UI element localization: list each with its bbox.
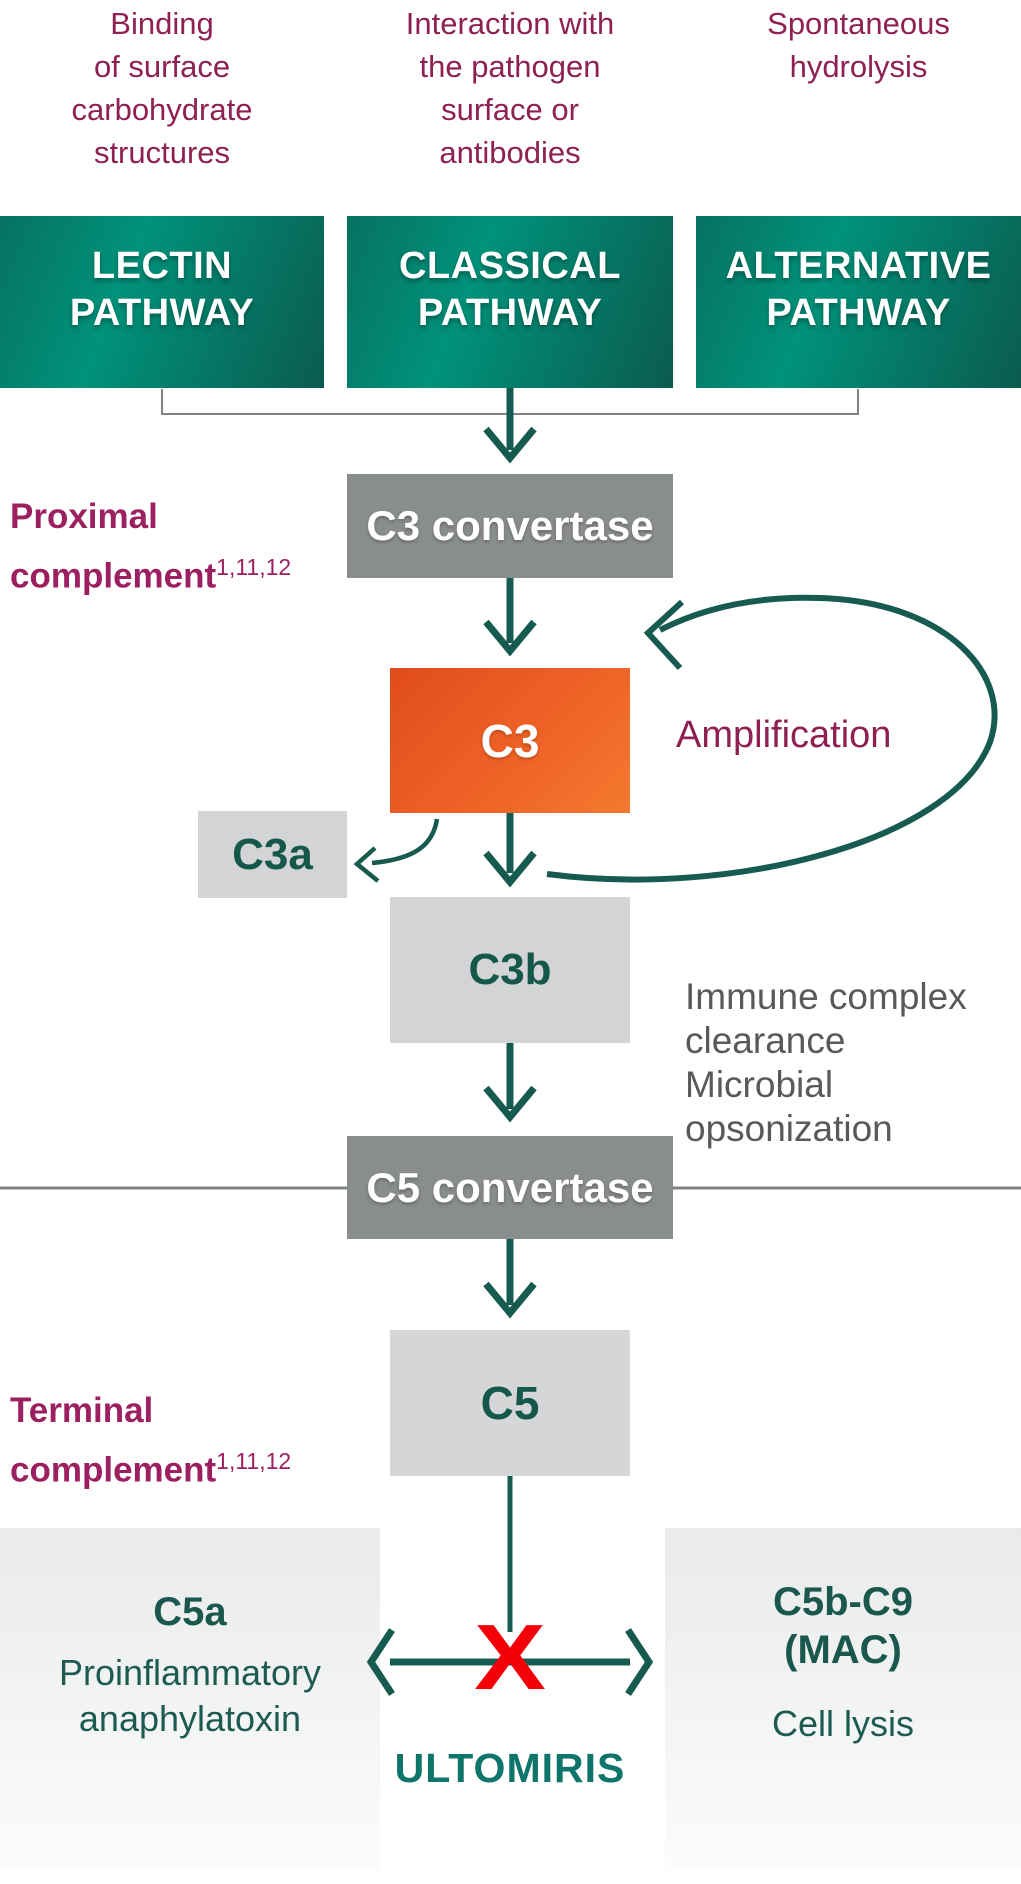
header-line: Binding [110, 6, 214, 41]
panel-c5a [0, 1528, 380, 1870]
outcome-label: C5b-C9 [772, 1580, 914, 1624]
pathway-header-alternative: Spontaneous hydrolysis [696, 2, 1021, 88]
pathway-box-label: LECTIN [91, 245, 233, 287]
label-text: complement [10, 1450, 217, 1490]
pathway-box-lectin: LECTIN PATHWAY [0, 216, 324, 388]
pathway-box-label: PATHWAY [766, 292, 951, 334]
pathway-bracket [161, 389, 859, 415]
node-label: C3 [480, 714, 540, 767]
node-c3a: C3a [198, 811, 347, 898]
label-terminal-complement: Terminal complement1,11,12 [10, 1386, 340, 1496]
x-glyph: X [474, 1605, 546, 1710]
arrow-down-icon [483, 813, 537, 888]
node-c3b: C3b [390, 897, 630, 1043]
inhibition-x-mark: X [420, 1608, 600, 1708]
header-line: hydrolysis [789, 49, 928, 84]
note-line: Immune complex [685, 976, 967, 1017]
annotation-c3b-effects: Immune complex clearance Microbial opson… [685, 975, 1021, 1151]
arrow-down-icon [483, 1043, 537, 1123]
outcome-c5a-desc: Proinflammatory anaphylatoxin [0, 1650, 380, 1742]
note-line: clearance [685, 1020, 846, 1061]
header-line: the pathogen [419, 49, 601, 84]
label-line: complement1,11,12 [10, 542, 340, 602]
header-line: carbohydrate [71, 92, 253, 127]
pathway-header-classical: Interaction with the pathogen surface or… [347, 2, 673, 174]
node-c5: C5 [390, 1330, 630, 1476]
header-line: surface or [441, 92, 579, 127]
header-line: Spontaneous [767, 6, 950, 41]
drug-label-ultomiris: ULTOMIRIS [330, 1745, 690, 1792]
outcome-c5a-title: C5a [0, 1588, 380, 1636]
c3a-branch-arrow-icon [353, 818, 440, 883]
note-line: Microbial [685, 1064, 834, 1105]
label-line: Proximal [10, 497, 158, 536]
panel-mac [665, 1528, 1021, 1870]
label-text: complement [10, 556, 217, 596]
pathway-box-alternative: ALTERNATIVE PATHWAY [696, 216, 1021, 388]
node-c3: C3 [390, 668, 630, 813]
pathway-header-lectin: Binding of surface carbohydrate structur… [0, 2, 324, 174]
outcome-mac-title: C5b-C9 (MAC) [665, 1578, 1021, 1674]
pathway-box-classical: CLASSICAL PATHWAY [347, 216, 673, 388]
label-line: Terminal [10, 1391, 154, 1430]
arrow-down-icon [483, 388, 537, 464]
node-c3-convertase: C3 convertase [347, 474, 673, 578]
header-line: Interaction with [405, 6, 615, 41]
header-line: antibodies [439, 135, 581, 170]
outcome-label: (MAC) [784, 1628, 902, 1672]
node-label: C3 convertase [366, 502, 654, 549]
outcome-mac-desc: Cell lysis [665, 1701, 1021, 1747]
desc-line: Proinflammatory [58, 1652, 322, 1693]
label-line: complement1,11,12 [10, 1436, 340, 1496]
node-c5-convertase: C5 convertase [347, 1136, 673, 1239]
pathway-box-label: ALTERNATIVE [725, 245, 992, 287]
outcome-label: C5a [153, 1590, 227, 1634]
pathway-box-label: PATHWAY [69, 292, 255, 334]
desc-line: anaphylatoxin [78, 1698, 302, 1739]
desc-line: Cell lysis [771, 1703, 914, 1744]
node-label: C3b [468, 945, 552, 994]
label-proximal-complement: Proximal complement1,11,12 [10, 492, 340, 602]
pathway-box-label: PATHWAY [417, 292, 603, 334]
label-text: Amplification [676, 714, 892, 756]
drug-name: ULTOMIRIS [394, 1745, 626, 1791]
pathway-box-label: CLASSICAL [399, 245, 621, 287]
node-label: C3a [232, 829, 313, 879]
reference-superscript: 1,11,12 [216, 554, 292, 580]
header-line: structures [93, 135, 231, 170]
node-label: C5 [480, 1377, 540, 1429]
header-line: of surface [93, 49, 231, 84]
arrow-down-icon [483, 578, 537, 657]
label-amplification: Amplification [676, 714, 891, 757]
note-line: opsonization [685, 1108, 893, 1149]
arrow-down-icon [483, 1239, 537, 1319]
node-label: C5 convertase [366, 1163, 654, 1211]
reference-superscript: 1,11,12 [216, 1448, 292, 1474]
